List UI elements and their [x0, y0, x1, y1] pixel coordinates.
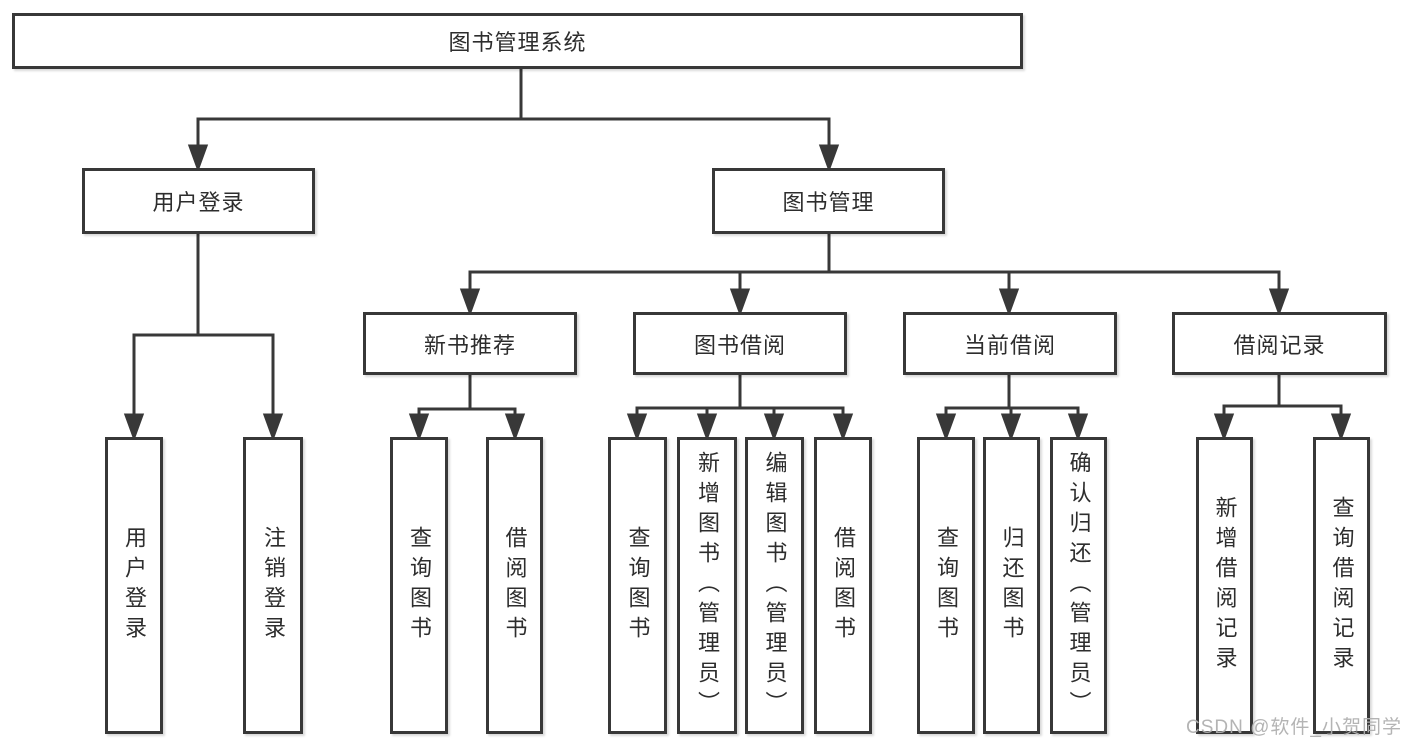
node-new-book-recommend: 新书推荐 [363, 312, 577, 375]
node-user-login: 用户登录 [82, 168, 315, 234]
leaf-records-add-record: 新增借阅记录 [1196, 437, 1253, 734]
leaf-current-confirm-return-admin: 确认归还（管理员） [1050, 437, 1107, 734]
node-root-label: 图书管理系统 [448, 30, 587, 55]
node-book-management-label: 图书管理 [782, 190, 875, 215]
leaf-current-return-books-label: 归还图书 [999, 525, 1025, 646]
node-book-borrowing: 图书借阅 [633, 312, 847, 375]
leaf-records-query-record: 查询借阅记录 [1313, 437, 1370, 734]
leaf-recommend-query-books: 查询图书 [390, 437, 448, 734]
leaf-borrowing-edit-books-admin-label: 编辑图书（管理员） [762, 450, 788, 721]
leaf-recommend-borrow-books: 借阅图书 [486, 437, 543, 734]
leaf-borrowing-borrow-books: 借阅图书 [814, 437, 872, 734]
node-user-login-label: 用户登录 [152, 190, 245, 215]
node-new-book-recommend-label: 新书推荐 [423, 332, 516, 358]
node-current-borrowing: 当前借阅 [903, 312, 1117, 375]
csdn-watermark: CSDN @软件_小贺同学 [1186, 717, 1402, 738]
leaf-records-add-record-label: 新增借阅记录 [1212, 495, 1238, 676]
leaf-logout-label: 注销登录 [261, 525, 286, 646]
leaf-current-query-books: 查询图书 [917, 437, 975, 734]
leaf-borrowing-query-books-label: 查询图书 [625, 525, 651, 646]
leaf-logout: 注销登录 [243, 437, 303, 734]
leaf-user-login-label: 用户登录 [122, 525, 147, 646]
leaf-current-confirm-return-admin-label: 确认归还（管理员） [1066, 450, 1092, 721]
leaf-borrowing-query-books: 查询图书 [608, 437, 667, 734]
node-borrowing-records: 借阅记录 [1172, 312, 1387, 375]
leaf-current-return-books: 归还图书 [983, 437, 1040, 734]
node-root: 图书管理系统 [12, 13, 1023, 69]
leaf-recommend-borrow-books-label: 借阅图书 [502, 525, 528, 646]
node-book-borrowing-label: 图书借阅 [693, 332, 786, 358]
leaf-current-query-books-label: 查询图书 [934, 525, 959, 646]
leaf-borrowing-add-books-admin-label: 新增图书（管理员） [695, 450, 720, 721]
leaf-borrowing-borrow-books-label: 借阅图书 [831, 525, 856, 646]
node-book-management: 图书管理 [712, 168, 945, 234]
node-current-borrowing-label: 当前借阅 [963, 332, 1056, 358]
leaf-records-query-record-label: 查询借阅记录 [1329, 495, 1355, 676]
leaf-borrowing-add-books-admin: 新增图书（管理员） [677, 437, 737, 734]
leaf-borrowing-edit-books-admin: 编辑图书（管理员） [745, 437, 804, 734]
leaf-recommend-query-books-label: 查询图书 [407, 525, 432, 646]
node-borrowing-records-label: 借阅记录 [1233, 332, 1326, 358]
leaf-user-login: 用户登录 [105, 437, 163, 734]
